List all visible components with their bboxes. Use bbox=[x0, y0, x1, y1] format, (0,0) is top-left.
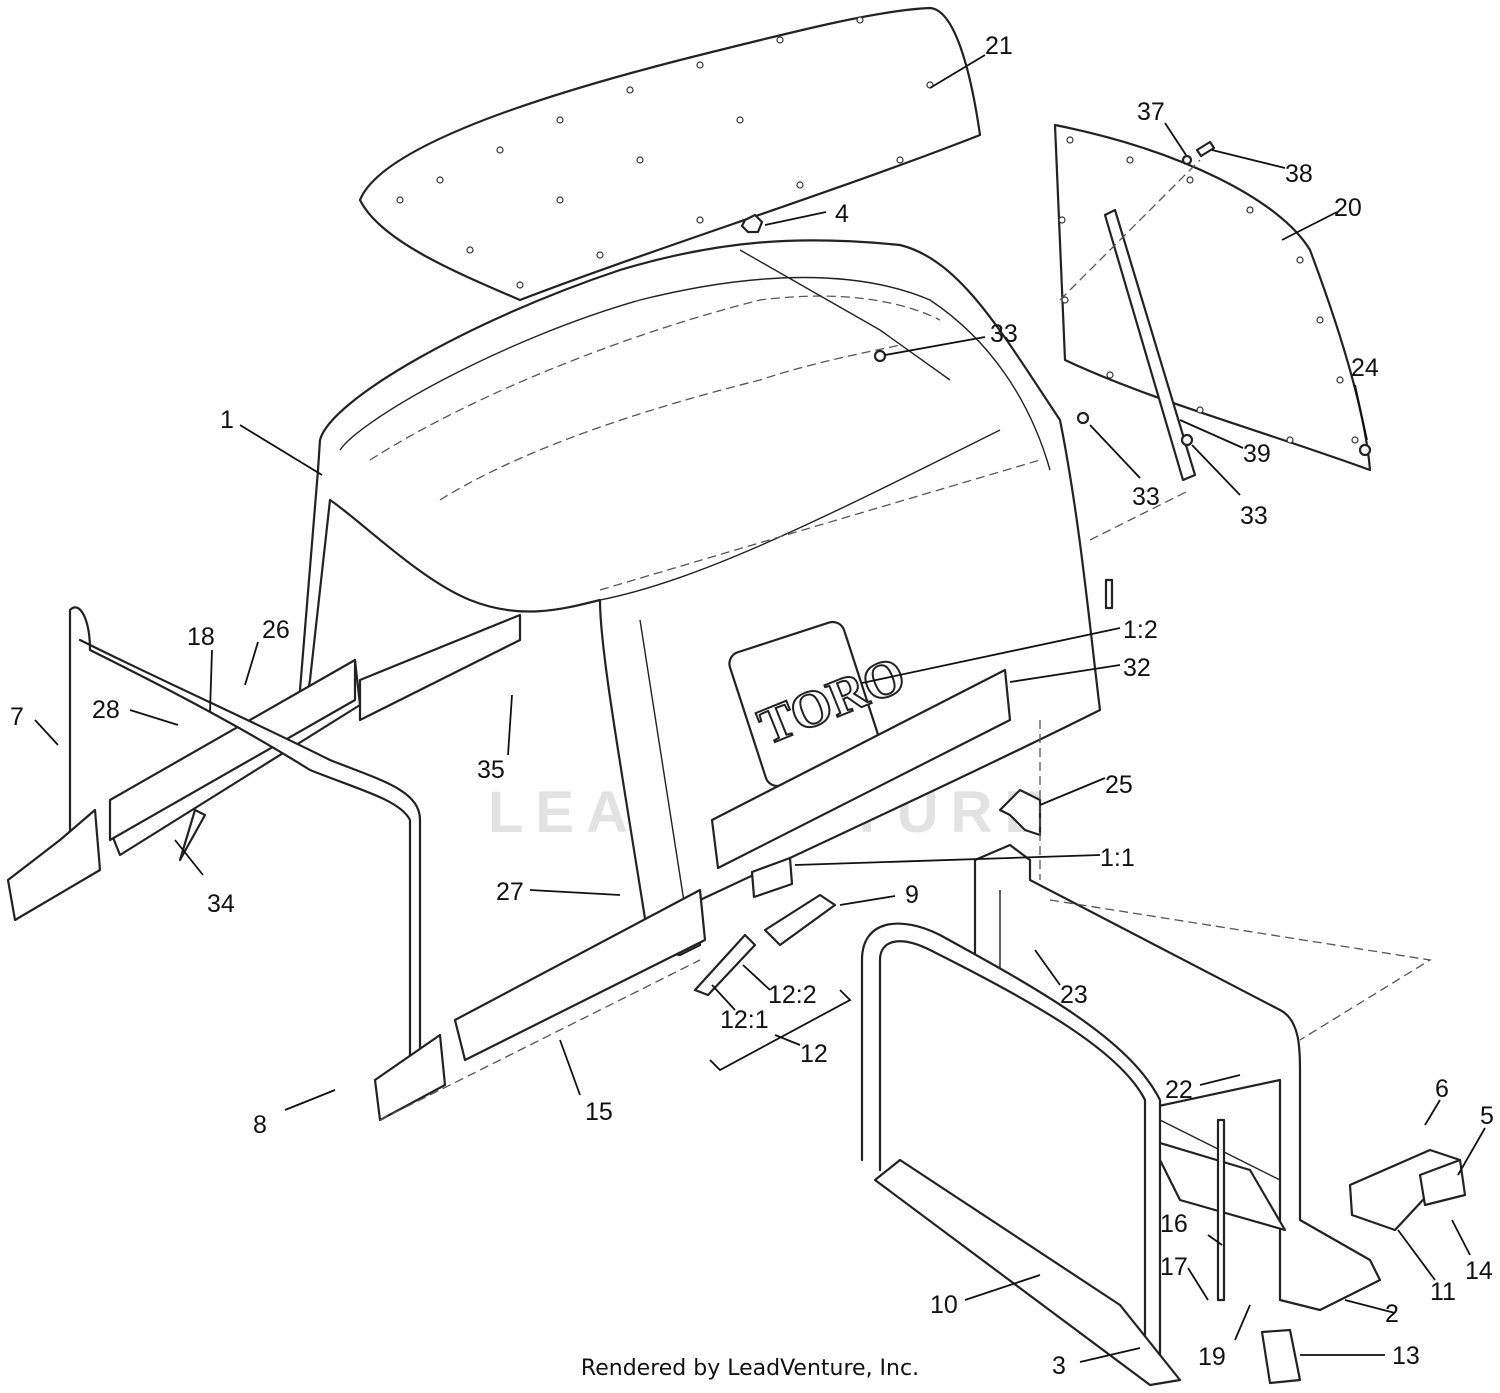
part-1-1-decal bbox=[750, 856, 794, 899]
callout-33-top: 33 bbox=[990, 320, 1018, 348]
part-21-roof-panel bbox=[358, 6, 982, 302]
callout-4: 4 bbox=[835, 200, 849, 228]
callout-16: 16 bbox=[1160, 1210, 1188, 1238]
callout-33-right: 33 bbox=[1240, 502, 1268, 530]
callout-1-2: 1:2 bbox=[1123, 616, 1158, 644]
callout-7: 7 bbox=[10, 703, 24, 731]
part-10-loop-tube bbox=[860, 922, 1182, 1387]
callout-37: 37 bbox=[1137, 98, 1165, 126]
callout-12: 12 bbox=[800, 1040, 828, 1068]
callout-6: 6 bbox=[1435, 1075, 1449, 1103]
callout-8: 8 bbox=[253, 1111, 267, 1139]
callout-33-mid: 33 bbox=[1132, 483, 1160, 511]
callout-15: 15 bbox=[585, 1098, 613, 1126]
callout-35: 35 bbox=[477, 756, 505, 784]
rendered-by-footer: Rendered by LeadVenture, Inc. bbox=[580, 1356, 920, 1381]
callout-38: 38 bbox=[1285, 160, 1313, 188]
callout-2: 2 bbox=[1385, 1300, 1399, 1328]
callout-12-1: 12:1 bbox=[720, 1006, 769, 1034]
callout-1-1: 1:1 bbox=[1100, 844, 1135, 872]
part-16-rod bbox=[1216, 1118, 1226, 1302]
callout-10: 10 bbox=[930, 1291, 958, 1319]
callout-5: 5 bbox=[1480, 1102, 1494, 1130]
callout-22: 22 bbox=[1165, 1076, 1193, 1104]
callout-25: 25 bbox=[1105, 771, 1133, 799]
callout-32: 32 bbox=[1123, 654, 1151, 682]
callout-28: 28 bbox=[92, 696, 120, 724]
callout-18: 18 bbox=[187, 623, 215, 651]
part-39-strut bbox=[1103, 208, 1197, 482]
callout-24: 24 bbox=[1351, 354, 1379, 382]
part-1-cab-shell: TORO bbox=[298, 239, 1102, 957]
part-13-block bbox=[1260, 1328, 1302, 1385]
callout-13: 13 bbox=[1392, 1342, 1420, 1370]
callout-11: 11 bbox=[1430, 1278, 1456, 1306]
part-34-bracket bbox=[108, 613, 522, 862]
part-12-handle bbox=[693, 933, 757, 997]
part-9-step bbox=[763, 893, 837, 947]
callout-3: 3 bbox=[1052, 1352, 1066, 1380]
callout-12-2: 12:2 bbox=[768, 981, 817, 1009]
callout-27: 27 bbox=[496, 878, 524, 906]
callout-34: 34 bbox=[207, 890, 235, 918]
part-5-hinge bbox=[1418, 1158, 1467, 1207]
callout-17: 17 bbox=[1160, 1253, 1188, 1281]
callout-19: 19 bbox=[1198, 1343, 1226, 1371]
callout-23: 23 bbox=[1060, 981, 1088, 1009]
callout-1: 1 bbox=[220, 406, 234, 434]
callout-26: 26 bbox=[262, 616, 290, 644]
part-15-rail bbox=[453, 888, 707, 1062]
callout-20: 20 bbox=[1334, 194, 1362, 222]
part-7-left-tube bbox=[6, 606, 447, 1122]
callout-labels: 21 4 33 1 33 33 39 24 20 38 37 1:2 32 25… bbox=[10, 32, 1494, 1380]
callout-14: 14 bbox=[1465, 1257, 1493, 1285]
callout-9: 9 bbox=[905, 881, 919, 909]
part-20-rear-panel bbox=[1053, 123, 1372, 472]
hardware-nuts bbox=[740, 140, 1372, 610]
callout-39: 39 bbox=[1243, 440, 1271, 468]
callout-21: 21 bbox=[985, 32, 1013, 60]
leader-lines bbox=[34, 54, 1486, 1363]
part-32-decal bbox=[710, 668, 1012, 870]
